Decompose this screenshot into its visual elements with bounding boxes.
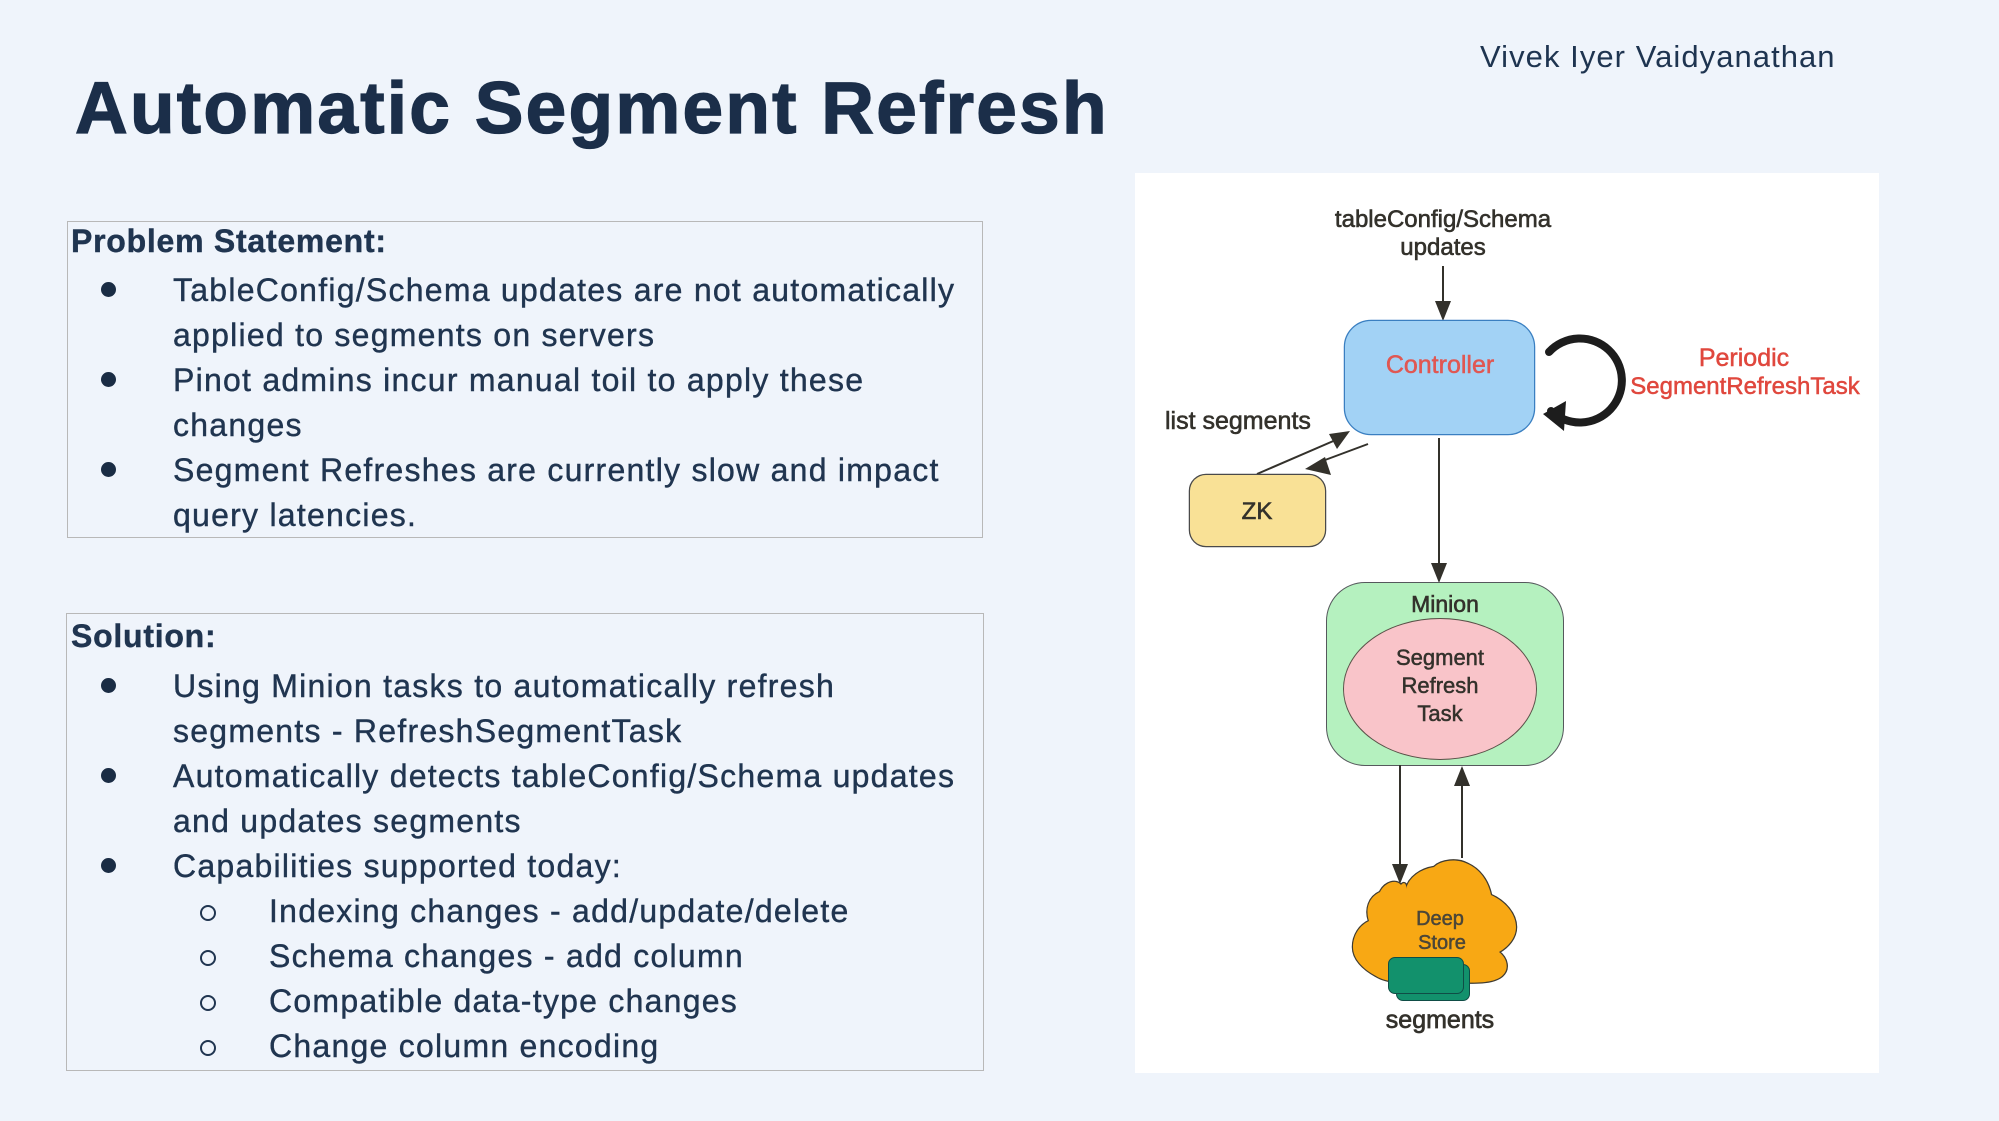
svg-text:Controller: Controller bbox=[1386, 351, 1494, 379]
svg-text:Refresh: Refresh bbox=[1401, 673, 1478, 698]
svg-text:Deep: Deep bbox=[1416, 908, 1464, 930]
svg-text:tableConfig/Schema: tableConfig/Schema bbox=[1335, 206, 1552, 233]
svg-text:Periodic: Periodic bbox=[1699, 344, 1789, 372]
svg-text:Store: Store bbox=[1418, 932, 1466, 954]
svg-text:Minion: Minion bbox=[1411, 591, 1479, 617]
svg-text:Segment: Segment bbox=[1396, 645, 1484, 670]
svg-text:SegmentRefreshTask: SegmentRefreshTask bbox=[1630, 373, 1860, 400]
svg-text:Task: Task bbox=[1417, 701, 1463, 726]
svg-text:segments: segments bbox=[1386, 1006, 1494, 1034]
svg-text:updates: updates bbox=[1400, 234, 1485, 261]
svg-text:list segments: list segments bbox=[1165, 407, 1311, 435]
svg-text:ZK: ZK bbox=[1242, 498, 1273, 525]
